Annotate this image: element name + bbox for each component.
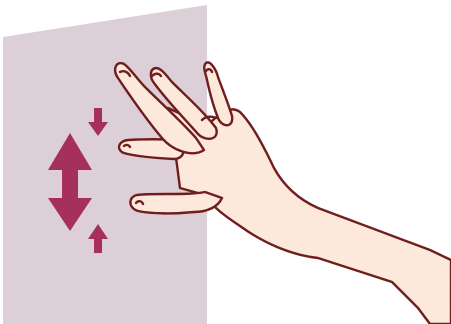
- thumb: [130, 192, 222, 213]
